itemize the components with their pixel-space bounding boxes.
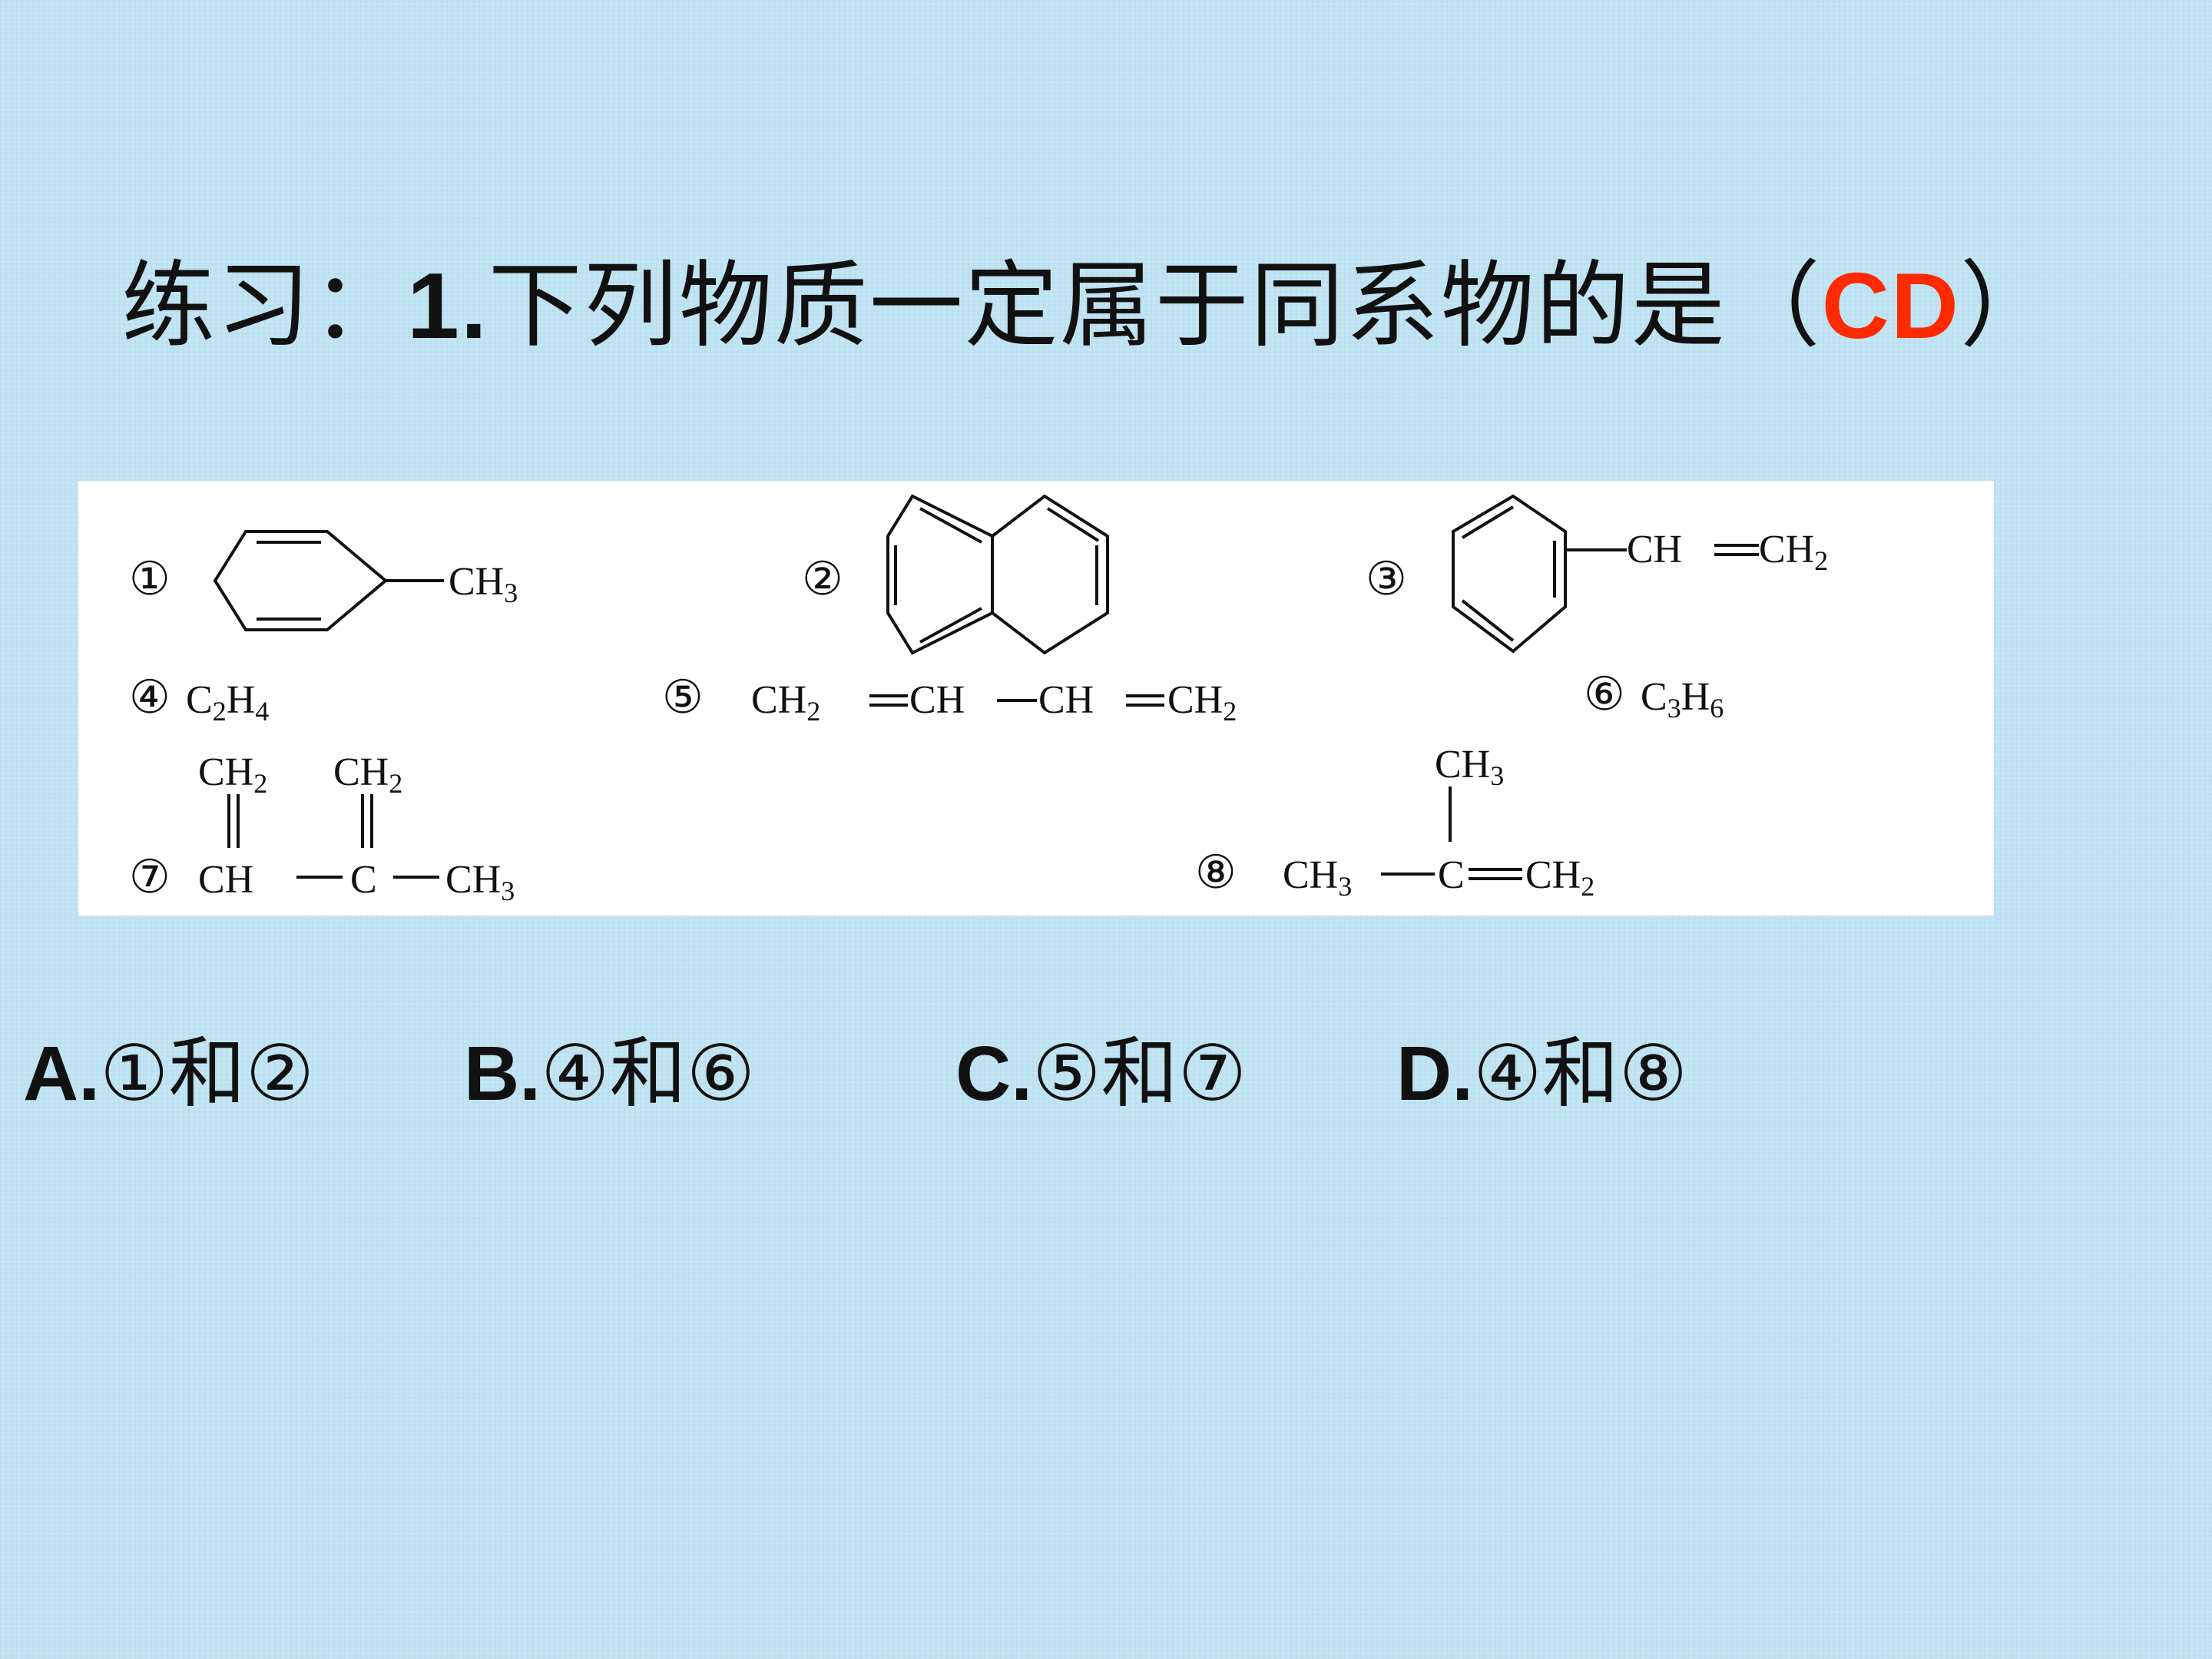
exercise-label: 练习： [121,251,407,360]
answer-text: CD [1821,253,1960,358]
structures-panel: ① CH3 ② ③ CH CH2 ④ C2H4 ⑤ CH2 CH CH CH2 … [78,481,1994,916]
marker-5: ⑤ [662,672,704,723]
option-b[interactable]: B.④和⑥ [464,1028,756,1118]
s7-top-left: CH2 [198,750,267,799]
butadiene-part-3: CH [1038,678,1094,722]
structures-drawing: ① CH3 ② ③ CH CH2 ④ C2H4 ⑤ CH2 CH CH CH2 … [129,494,1828,906]
marker-7: ⑦ [129,852,171,902]
s8-bottom-c: C [1438,853,1465,897]
s7-top-right: CH2 [333,750,402,799]
s8-bottom-ch2: CH2 [1525,853,1594,902]
butadiene-part-1: CH2 [751,678,820,727]
benzene-ring-3 [1452,494,1567,654]
s8-top-ch3: CH3 [1435,743,1504,791]
benzene-ring-1 [213,530,389,631]
question-title: 练习：1.下列物质一定属于同系物的是（CD） [121,244,2118,367]
option-a[interactable]: A.①和② [23,1028,315,1118]
question-close-paren: ） [1959,251,2055,360]
answer-options: A.①和② B.④和⑥ C.⑤和⑦ D.④和⑧ [0,1020,2212,1128]
option-c[interactable]: C.⑤和⑦ [955,1028,1247,1118]
s7-bottom-c: C [350,858,377,902]
s7-bottom-ch: CH [198,858,253,902]
marker-1: ① [129,554,171,604]
marker-8: ⑧ [1195,847,1237,898]
vinyl-ch: CH [1627,528,1682,571]
propene-formula: C3H6 [1641,675,1724,724]
vinyl-ch2: CH2 [1759,528,1828,576]
s8-bottom-ch3: CH3 [1283,853,1352,902]
butadiene-part-4: CH2 [1167,678,1237,727]
butadiene-part-2: CH [909,678,965,722]
marker-6: ⑥ [1584,669,1625,720]
methyl-group-1: CH3 [449,560,518,608]
marker-2: ② [802,554,843,604]
s7-bottom-ch3: CH3 [445,858,515,906]
option-d[interactable]: D.④和⑧ [1396,1028,1688,1118]
marker-3: ③ [1366,554,1407,604]
question-number: 1. [407,253,488,358]
marker-4: ④ [129,672,171,723]
ethylene-formula: C2H4 [186,678,269,727]
question-text: 下列物质一定属于同系物的是（ [488,251,1822,360]
naphthalene-ring-right [991,494,1109,655]
